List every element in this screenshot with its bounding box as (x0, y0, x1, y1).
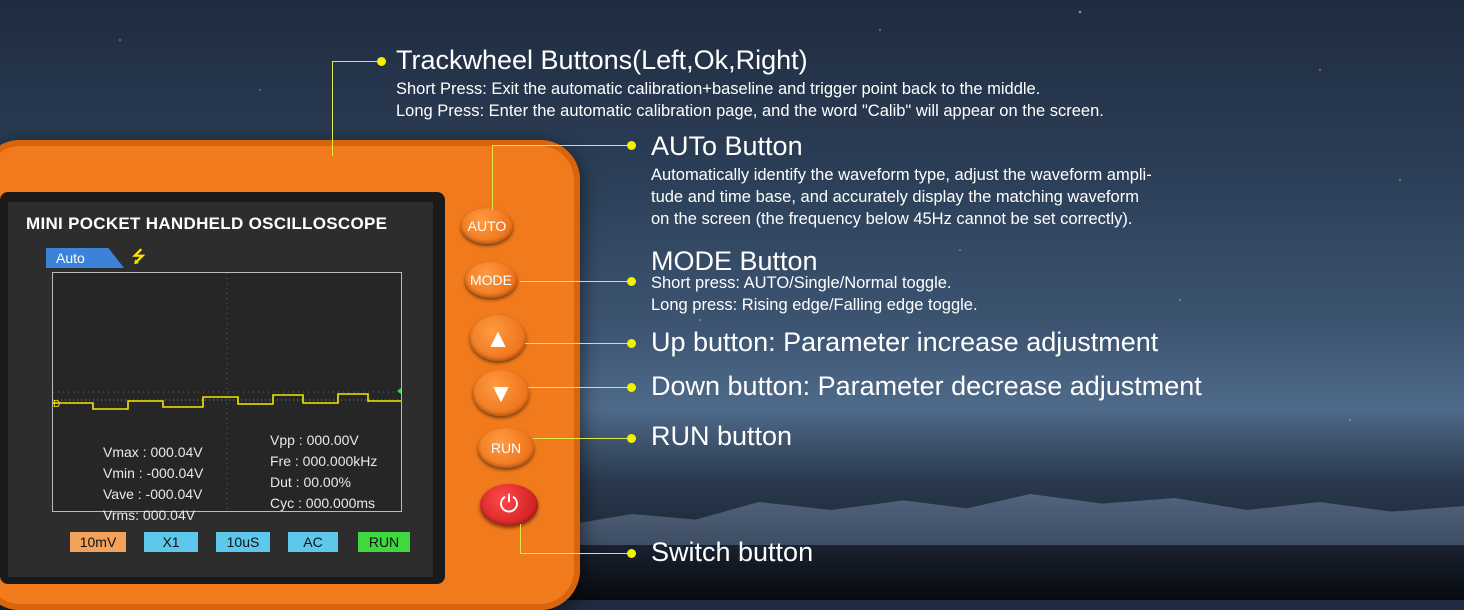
footer-coupling: AC (288, 532, 338, 552)
auto-dot (627, 141, 636, 150)
mode-leader (520, 281, 632, 282)
readout-right-group: Vpp : 000.00V Fre : 000.000kHz Dut : 00.… (270, 430, 377, 514)
readout-fre: Fre : 000.000kHz (270, 453, 378, 469)
mode-desc-1: Short press: AUTO/Single/Normal toggle. (651, 274, 952, 292)
down-dot (627, 383, 636, 392)
mode-button[interactable]: MODE (465, 262, 517, 298)
footer-volts-div: 10mV (70, 532, 126, 552)
readout-vmin: Vmin : -000.04V (103, 465, 204, 481)
down-title: Down button: Parameter decrease adjustme… (651, 371, 1202, 401)
footer-time-div: 10uS (216, 532, 270, 552)
mode-dot (627, 277, 636, 286)
waveform-trace (53, 393, 401, 410)
footer-probe: X1 (144, 532, 198, 552)
down-button[interactable]: ▼ (473, 370, 529, 416)
level-marker (397, 388, 401, 394)
waveform-svg: D (53, 273, 401, 511)
readout-vave: Vave : -000.04V (103, 486, 203, 502)
oscilloscope-screen: MINI POCKET HANDHELD OSCILLOSCOPE Auto ⭍… (8, 202, 433, 577)
trackwheel-dot (377, 57, 386, 66)
up-title: Up button: Parameter increase adjustment (651, 327, 1159, 357)
trigger-mode-tab: Auto (46, 248, 124, 268)
oscilloscope-device: MINI POCKET HANDHELD OSCILLOSCOPE Auto ⭍… (0, 140, 580, 610)
auto-leader-v (492, 145, 493, 210)
mode-desc-2: Long press: Rising edge/Falling edge tog… (651, 296, 978, 314)
readout-vrms: Vrms: 000.04V (103, 507, 196, 523)
run-leader (533, 438, 632, 439)
readout-cyc: Cyc : 000.000ms (270, 495, 376, 511)
screen-bezel: MINI POCKET HANDHELD OSCILLOSCOPE Auto ⭍… (0, 192, 445, 584)
up-button[interactable]: ▲ (470, 315, 526, 361)
trigger-marker: D (53, 399, 60, 410)
down-leader (528, 387, 632, 388)
screen-title: MINI POCKET HANDHELD OSCILLOSCOPE (26, 214, 388, 233)
trackwheel-desc-2: Long Press: Enter the automatic calibrat… (396, 102, 1104, 120)
power-leader-v (520, 524, 521, 553)
auto-leader-h (492, 145, 632, 146)
power-leader-h (520, 553, 632, 554)
trackwheel-desc-1: Short Press: Exit the automatic calibrat… (396, 80, 1041, 98)
footer-run-status: RUN (358, 532, 410, 552)
readout-dut: Dut : 00.00% (270, 474, 351, 490)
trackwheel-title: Trackwheel Buttons(Left,Ok,Right) (396, 45, 808, 75)
auto-desc-1: Automatically identify the waveform type… (651, 166, 1152, 184)
power-title: Switch button (651, 537, 814, 567)
run-dot (627, 434, 636, 443)
mode-title: MODE Button (651, 246, 818, 276)
up-leader (525, 343, 632, 344)
readout-vmax: Vmax : 000.04V (103, 444, 203, 460)
run-button[interactable]: RUN (478, 428, 534, 468)
trackwheel-leader-h (332, 61, 380, 62)
power-dot (627, 549, 636, 558)
auto-button[interactable]: AUTO (461, 208, 513, 244)
waveform-plot: D (52, 272, 402, 512)
auto-desc-3: on the screen (the frequency below 45Hz … (651, 210, 1133, 228)
auto-title: AUTo Button (651, 131, 803, 161)
trigger-edge-icon: ⭍ (132, 249, 146, 266)
readout-left-group: Vmax : 000.04V Vmin : -000.04V Vave : -0… (103, 442, 203, 526)
plot-grid (53, 273, 401, 511)
power-button[interactable]: ⏻ (480, 484, 538, 526)
run-title: RUN button (651, 421, 793, 451)
auto-desc-2: tude and time base, and accurately displ… (651, 188, 1139, 206)
readout-vpp: Vpp : 000.00V (270, 432, 359, 448)
trackwheel-leader-v (332, 61, 333, 156)
up-dot (627, 339, 636, 348)
